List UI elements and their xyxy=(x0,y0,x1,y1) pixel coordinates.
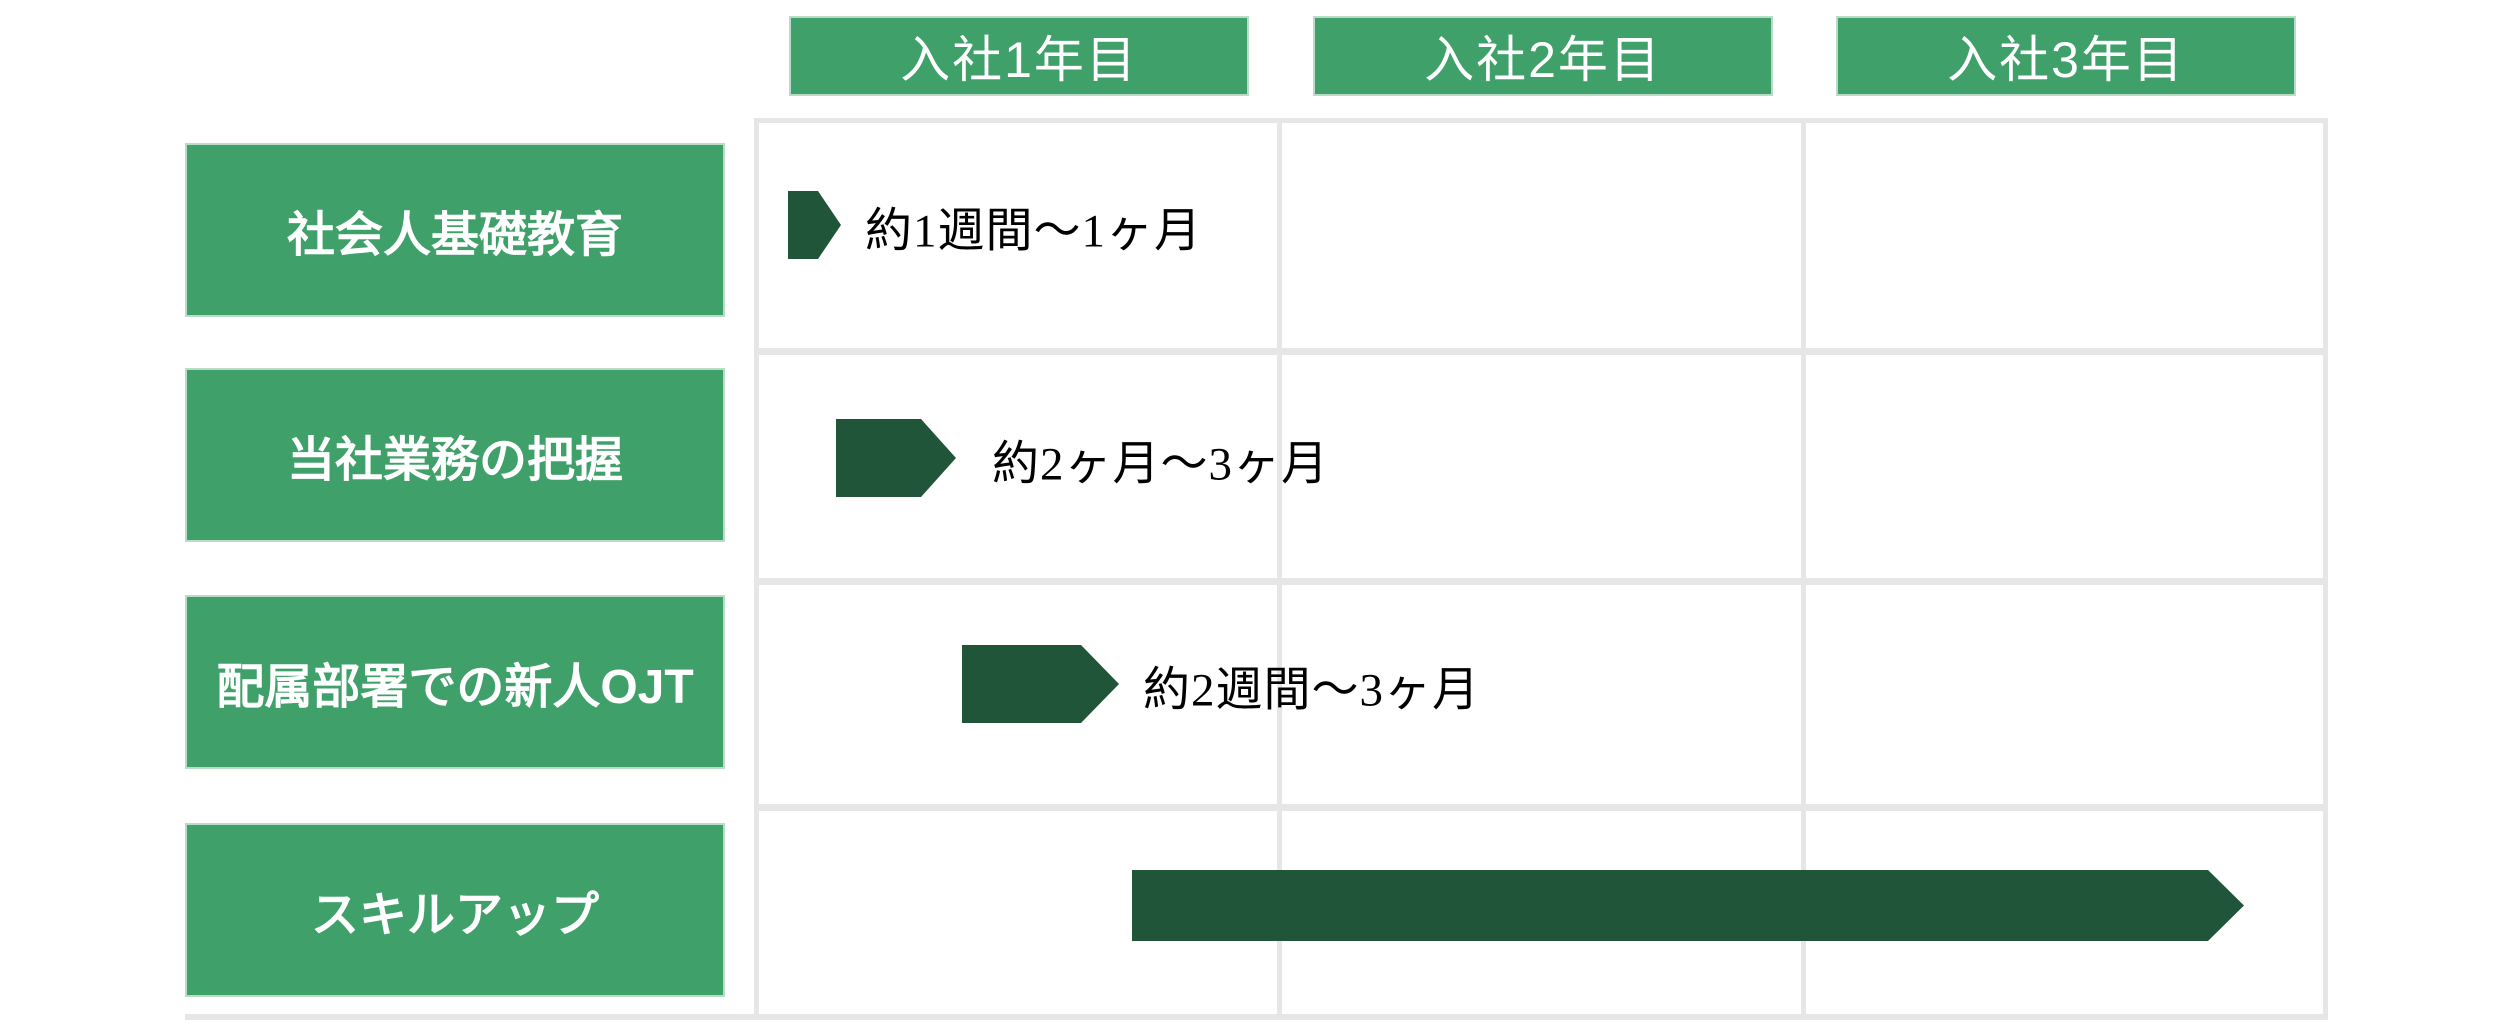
row-label-basic-business-education-text: 社会人基礎教育 xyxy=(286,209,623,262)
grid-line-year1-year2 xyxy=(1277,118,1282,1020)
grid-line-top xyxy=(754,118,2328,123)
row-label-department-ojt: 配属部署での新人OJT xyxy=(185,595,725,769)
timeline-arrow-company-operations xyxy=(836,419,956,497)
duration-label-basic-business-education: 約1週間〜1ヶ月 xyxy=(865,205,1202,258)
column-header-year-1: 入社1年目 xyxy=(789,16,1249,96)
row-label-basic-business-education: 社会人基礎教育 xyxy=(185,143,725,317)
grid-line-left-edge xyxy=(754,118,759,1020)
duration-label-department-ojt: 約2週間〜3ヶ月 xyxy=(1143,664,1480,717)
grid-line-row-divider-1 xyxy=(754,348,2328,355)
row-label-skill-up-text: スキルアップ xyxy=(310,889,599,942)
column-header-year-2-label: 入社2年目 xyxy=(1424,32,1662,88)
grid-line-row-divider-3 xyxy=(754,804,2328,811)
column-header-year-3: 入社3年目 xyxy=(1836,16,2296,96)
row-label-company-operations-text: 当社業務の把握 xyxy=(286,434,623,487)
row-label-department-ojt-text: 配属部署での新人OJT xyxy=(216,661,694,714)
timeline-arrow-basic-business-education xyxy=(788,191,841,259)
row-label-company-operations: 当社業務の把握 xyxy=(185,368,725,542)
timeline-arrow-skill-up xyxy=(1132,870,2244,941)
column-header-year-3-label: 入社3年目 xyxy=(1947,32,2185,88)
grid-line-right-edge xyxy=(2323,118,2328,1020)
row-label-skill-up: スキルアップ xyxy=(185,823,725,997)
column-header-year-2: 入社2年目 xyxy=(1313,16,1773,96)
grid-line-year2-year3 xyxy=(1801,118,1806,1020)
duration-label-company-operations: 約2ヶ月〜3ヶ月 xyxy=(992,438,1329,491)
grid-line-row-divider-2 xyxy=(754,578,2328,585)
grid-line-bottom xyxy=(185,1014,2328,1020)
column-header-year-1-label: 入社1年目 xyxy=(900,32,1138,88)
timeline-arrow-department-ojt xyxy=(962,645,1119,723)
